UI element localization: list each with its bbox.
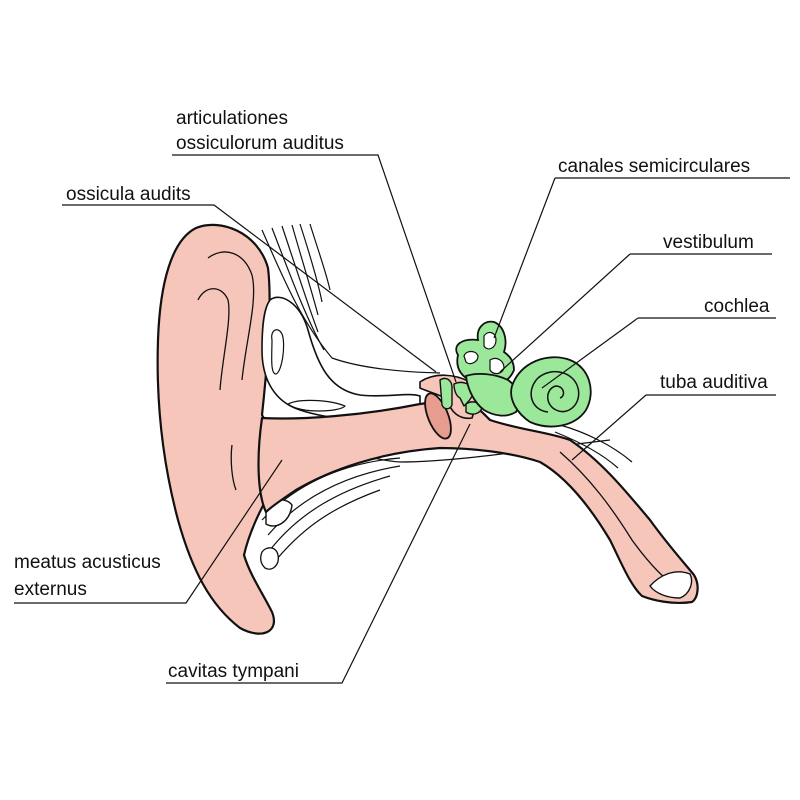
malleus <box>439 377 453 410</box>
canal-loop-2 <box>463 350 479 365</box>
cochlea-shape <box>510 356 592 428</box>
label-meatus-line2: externus <box>14 579 87 600</box>
label-tuba: tuba auditiva <box>660 372 768 393</box>
label-ossicula: ossicula audits <box>66 184 191 205</box>
auricle <box>156 223 290 635</box>
auricle-folds <box>197 251 255 491</box>
label-articulationes-line2: ossiculorum auditus <box>176 133 344 154</box>
tympanic-membrane <box>424 392 452 440</box>
label-cavitas: cavitas tympani <box>168 661 299 682</box>
cartilage-hole-lower <box>286 399 346 412</box>
leader-ossicula <box>62 204 437 373</box>
ear-canal-and-tube <box>257 398 699 604</box>
vestibule <box>465 373 521 417</box>
leader-lines <box>14 154 790 684</box>
canal-loop-1 <box>483 331 497 350</box>
label-vestibulum: vestibulum <box>663 232 754 253</box>
leader-canales <box>493 177 790 339</box>
label-meatus-line1: meatus acusticus <box>14 552 161 573</box>
leader-cavitas <box>166 423 471 684</box>
leader-cochlea <box>541 317 776 389</box>
tube-opening <box>649 571 693 599</box>
label-articulationes-line1: articulationes <box>176 108 288 129</box>
leader-articulationes <box>172 154 457 383</box>
cartilage-hole-upper <box>271 329 285 375</box>
label-canales: canales semicirculares <box>558 156 750 177</box>
leader-meatus <box>14 459 283 604</box>
lobule-hole <box>260 547 279 570</box>
leader-vestibulum <box>499 253 772 373</box>
leader-tuba <box>571 394 776 461</box>
label-cochlea: cochlea <box>704 296 770 317</box>
